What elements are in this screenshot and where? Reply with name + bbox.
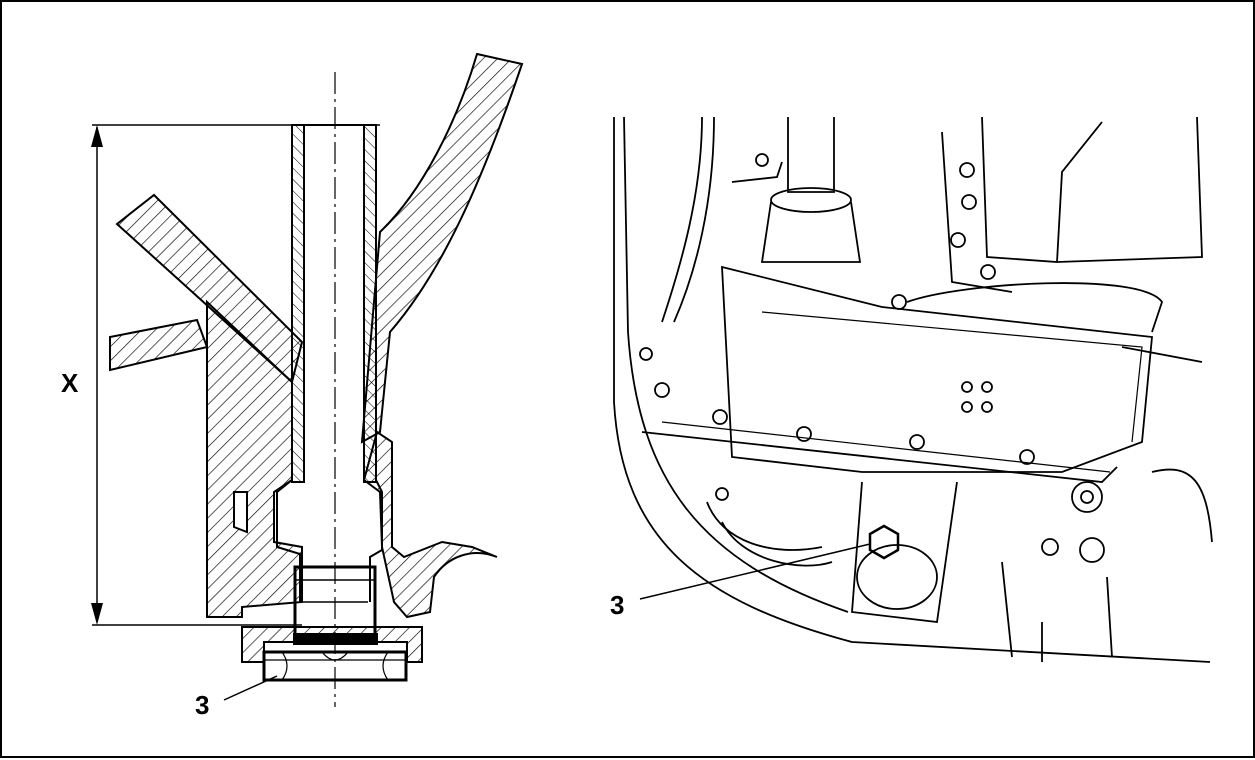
tube-right-wall	[363, 124, 377, 483]
shaft	[787, 117, 835, 193]
sump-housing	[721, 265, 1153, 473]
lower-case	[851, 481, 958, 623]
dimension-arrow-bottom	[91, 603, 103, 625]
plug-hex-head	[262, 650, 408, 682]
gearbox-illustration	[613, 116, 1213, 663]
bottom-flange	[241, 626, 423, 663]
housing-right	[362, 430, 498, 619]
cross-section-drawing	[91, 52, 524, 707]
left-rib	[109, 318, 209, 372]
dimension-arrow-top	[91, 125, 103, 147]
housing-body	[206, 299, 303, 618]
dimension-label-x: X	[61, 368, 79, 398]
outer-boundary	[613, 117, 1211, 663]
tube-left-wall	[291, 124, 305, 483]
left-part-label-3: 3	[195, 690, 209, 720]
right-leader-line	[639, 543, 871, 600]
curved-wall-section	[360, 52, 524, 444]
right-part-label-3: 3	[610, 590, 624, 620]
drain-plug-hex	[868, 524, 900, 560]
left-leader-line	[223, 675, 278, 701]
engine-block	[981, 116, 1203, 263]
